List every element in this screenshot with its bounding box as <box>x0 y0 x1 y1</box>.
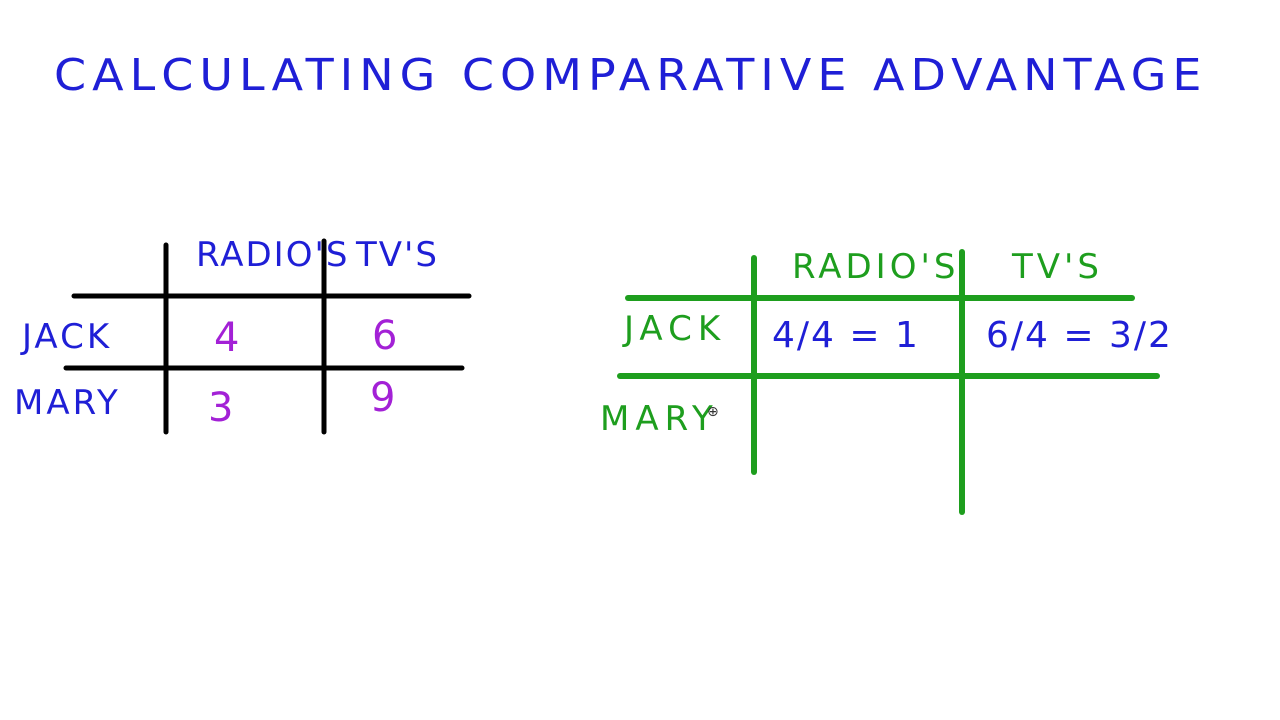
table2-header-tvs: TV'S <box>1012 247 1103 287</box>
table1-header-radios: RADIO'S <box>196 235 350 275</box>
table2-header-radios: RADIO'S <box>792 247 960 287</box>
table1-row-label-jack: JACK <box>22 317 113 357</box>
table1-header-tvs: TV'S <box>356 235 439 275</box>
table2-cell-jack-tvs: 6/4 = 3/2 <box>986 315 1173 356</box>
table2-grid <box>617 249 1160 515</box>
table2-row-label-mary: MARY <box>600 399 719 439</box>
table1-cell-mary-tvs: 9 <box>370 375 396 421</box>
pen-cursor-icon: ⊕ <box>707 404 719 420</box>
table1-grid <box>63 238 472 435</box>
page-title: CALCULATING COMPARATIVE ADVANTAGE <box>54 49 1208 101</box>
table2-cell-jack-radios: 4/4 = 1 <box>772 315 920 356</box>
table1-row-label-mary: MARY <box>14 383 121 423</box>
table1-cell-jack-radios: 4 <box>214 315 240 361</box>
table2-row-label-jack: JACK <box>624 309 727 349</box>
table1-cell-mary-radios: 3 <box>208 385 234 431</box>
table1-cell-jack-tvs: 6 <box>372 313 398 359</box>
